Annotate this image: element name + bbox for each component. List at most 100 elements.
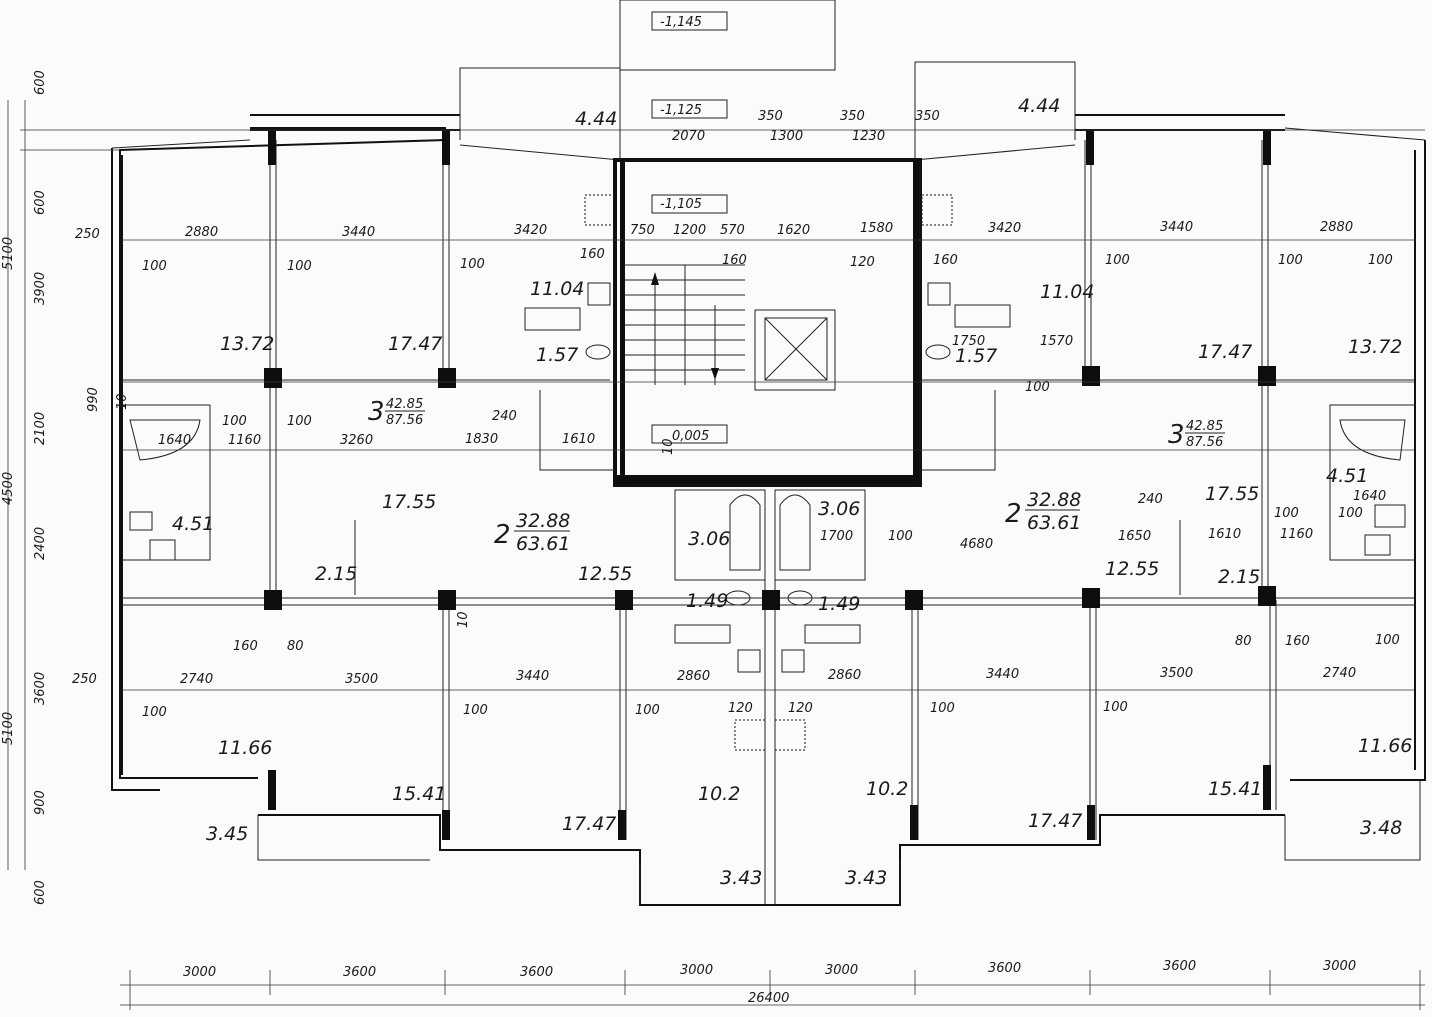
svg-text:350: 350 <box>840 109 865 124</box>
svg-text:100: 100 <box>888 529 913 544</box>
svg-text:100: 100 <box>463 703 488 718</box>
svg-text:100: 100 <box>635 703 660 718</box>
svg-text:100: 100 <box>1105 253 1130 268</box>
bottom-dimensions: 3000 3600 3600 3000 3000 3600 3600 3000 … <box>183 959 1356 1006</box>
room-area: 10.2 <box>698 783 740 805</box>
room-area: 10.2 <box>866 778 908 800</box>
svg-text:10: 10 <box>456 611 471 628</box>
svg-text:2860: 2860 <box>677 669 710 684</box>
svg-text:100: 100 <box>142 705 167 720</box>
dim-inner: 3600 <box>33 672 48 705</box>
svg-text:1700: 1700 <box>820 529 853 544</box>
room-area: 17.47 <box>388 333 442 355</box>
svg-text:160: 160 <box>580 247 605 262</box>
hall-area: 17.55 <box>1205 483 1259 505</box>
vent-shaft <box>734 719 766 751</box>
balcony-area: 3.43 <box>720 867 762 889</box>
svg-text:160: 160 <box>933 253 958 268</box>
balcony-area: 3.43 <box>845 867 887 889</box>
dim-inner: 2400 <box>33 527 48 560</box>
svg-text:100: 100 <box>287 259 312 274</box>
dim-inner: 2100 <box>33 412 48 445</box>
svg-text:1230: 1230 <box>852 129 885 144</box>
dim-bottom: 3000 <box>183 965 216 980</box>
room-area: 11.66 <box>218 737 272 759</box>
wc-area: 1.49 <box>818 593 860 615</box>
kitchen-area: 12.55 <box>1105 558 1159 580</box>
svg-text:1300: 1300 <box>770 129 803 144</box>
dim-inner: 900 <box>33 790 48 815</box>
svg-text:100: 100 <box>1278 253 1303 268</box>
kitchen-area: 11.04 <box>1040 281 1094 303</box>
svg-text:100: 100 <box>1338 506 1363 521</box>
hall-area: 17.55 <box>382 491 436 513</box>
svg-text:350: 350 <box>915 109 940 124</box>
svg-text:100: 100 <box>1368 253 1393 268</box>
svg-text:42.85: 42.85 <box>1186 419 1223 434</box>
svg-text:2070: 2070 <box>672 129 705 144</box>
balcony-area: 3.45 <box>206 823 248 845</box>
svg-text:63.61: 63.61 <box>516 533 570 555</box>
wc-area: 1.49 <box>686 590 728 612</box>
balcony-area: 4.44 <box>1018 95 1060 117</box>
dim-bottom: 3000 <box>1323 959 1356 974</box>
stair-core <box>584 158 953 751</box>
level-mark: -1,145 <box>660 15 702 30</box>
dim-inner: 3900 <box>33 272 48 305</box>
svg-text:2: 2 <box>494 520 511 550</box>
closet-area: 2.15 <box>1218 566 1260 588</box>
bath-area: 4.51 <box>1326 465 1368 487</box>
apartment-tag-2-left: 2 32.88 63.61 <box>494 510 570 555</box>
svg-text:250: 250 <box>75 227 100 242</box>
dimension-lines <box>7 100 1425 1010</box>
svg-text:350: 350 <box>758 109 783 124</box>
svg-text:32.88: 32.88 <box>1027 489 1081 511</box>
svg-text:1160: 1160 <box>228 433 261 448</box>
left-dimensions: 5100 4500 5100 600 600 3900 2100 2400 36… <box>1 70 48 905</box>
level-mark: -1,105 <box>660 197 702 212</box>
svg-text:10: 10 <box>115 393 130 410</box>
svg-text:32.88: 32.88 <box>516 510 570 532</box>
apartment-tag-3-right: 3 42.85 87.56 <box>1168 419 1225 450</box>
svg-text:2: 2 <box>1005 499 1022 529</box>
dim-bottom: 3000 <box>825 963 858 978</box>
room-area: 11.66 <box>1358 735 1412 757</box>
svg-text:3: 3 <box>1168 420 1185 450</box>
interior-dimensions: 2070 350 1300 350 1230 350 250 2880 3440… <box>72 109 1400 720</box>
svg-text:2880: 2880 <box>1320 220 1353 235</box>
vent-shaft <box>921 194 953 226</box>
dim-outer-bot: 5100 <box>1 712 16 745</box>
svg-text:1640: 1640 <box>1353 489 1386 504</box>
svg-text:1580: 1580 <box>860 221 893 236</box>
outer-walls <box>111 0 1426 906</box>
svg-text:160: 160 <box>722 253 747 268</box>
svg-text:42.85: 42.85 <box>386 397 423 412</box>
room-area: 13.72 <box>1348 336 1402 358</box>
closet-area: 2.15 <box>315 563 357 585</box>
svg-text:3440: 3440 <box>516 669 549 684</box>
svg-text:160: 160 <box>1285 634 1310 649</box>
svg-text:87.56: 87.56 <box>1186 435 1223 450</box>
svg-text:1620: 1620 <box>777 223 810 238</box>
svg-text:1570: 1570 <box>1040 334 1073 349</box>
dim-bottom: 3600 <box>988 961 1021 976</box>
svg-text:3440: 3440 <box>1160 220 1193 235</box>
apartment-tag-2-right: 2 32.88 63.61 <box>1005 489 1081 534</box>
dim-bottom-total: 26400 <box>748 991 789 1006</box>
dim-bottom: 3000 <box>680 963 713 978</box>
svg-text:570: 570 <box>720 223 745 238</box>
svg-text:3: 3 <box>368 397 385 427</box>
svg-text:3500: 3500 <box>1160 666 1193 681</box>
bath-area: 3.06 <box>688 528 730 550</box>
svg-text:2740: 2740 <box>1323 666 1356 681</box>
bath-area: 4.51 <box>172 513 214 535</box>
svg-text:100: 100 <box>287 414 312 429</box>
apartment-tags: 3 42.85 87.56 3 42.85 87.56 2 32.88 63.6… <box>368 397 1225 555</box>
svg-text:3420: 3420 <box>514 223 547 238</box>
dim-inner: 600 <box>33 880 48 905</box>
svg-text:240: 240 <box>1138 492 1163 507</box>
level-mark: 0,005 <box>672 429 709 444</box>
vent-shaft <box>584 194 616 226</box>
wc-area: 1.57 <box>536 344 578 366</box>
stair-flight <box>625 264 745 385</box>
